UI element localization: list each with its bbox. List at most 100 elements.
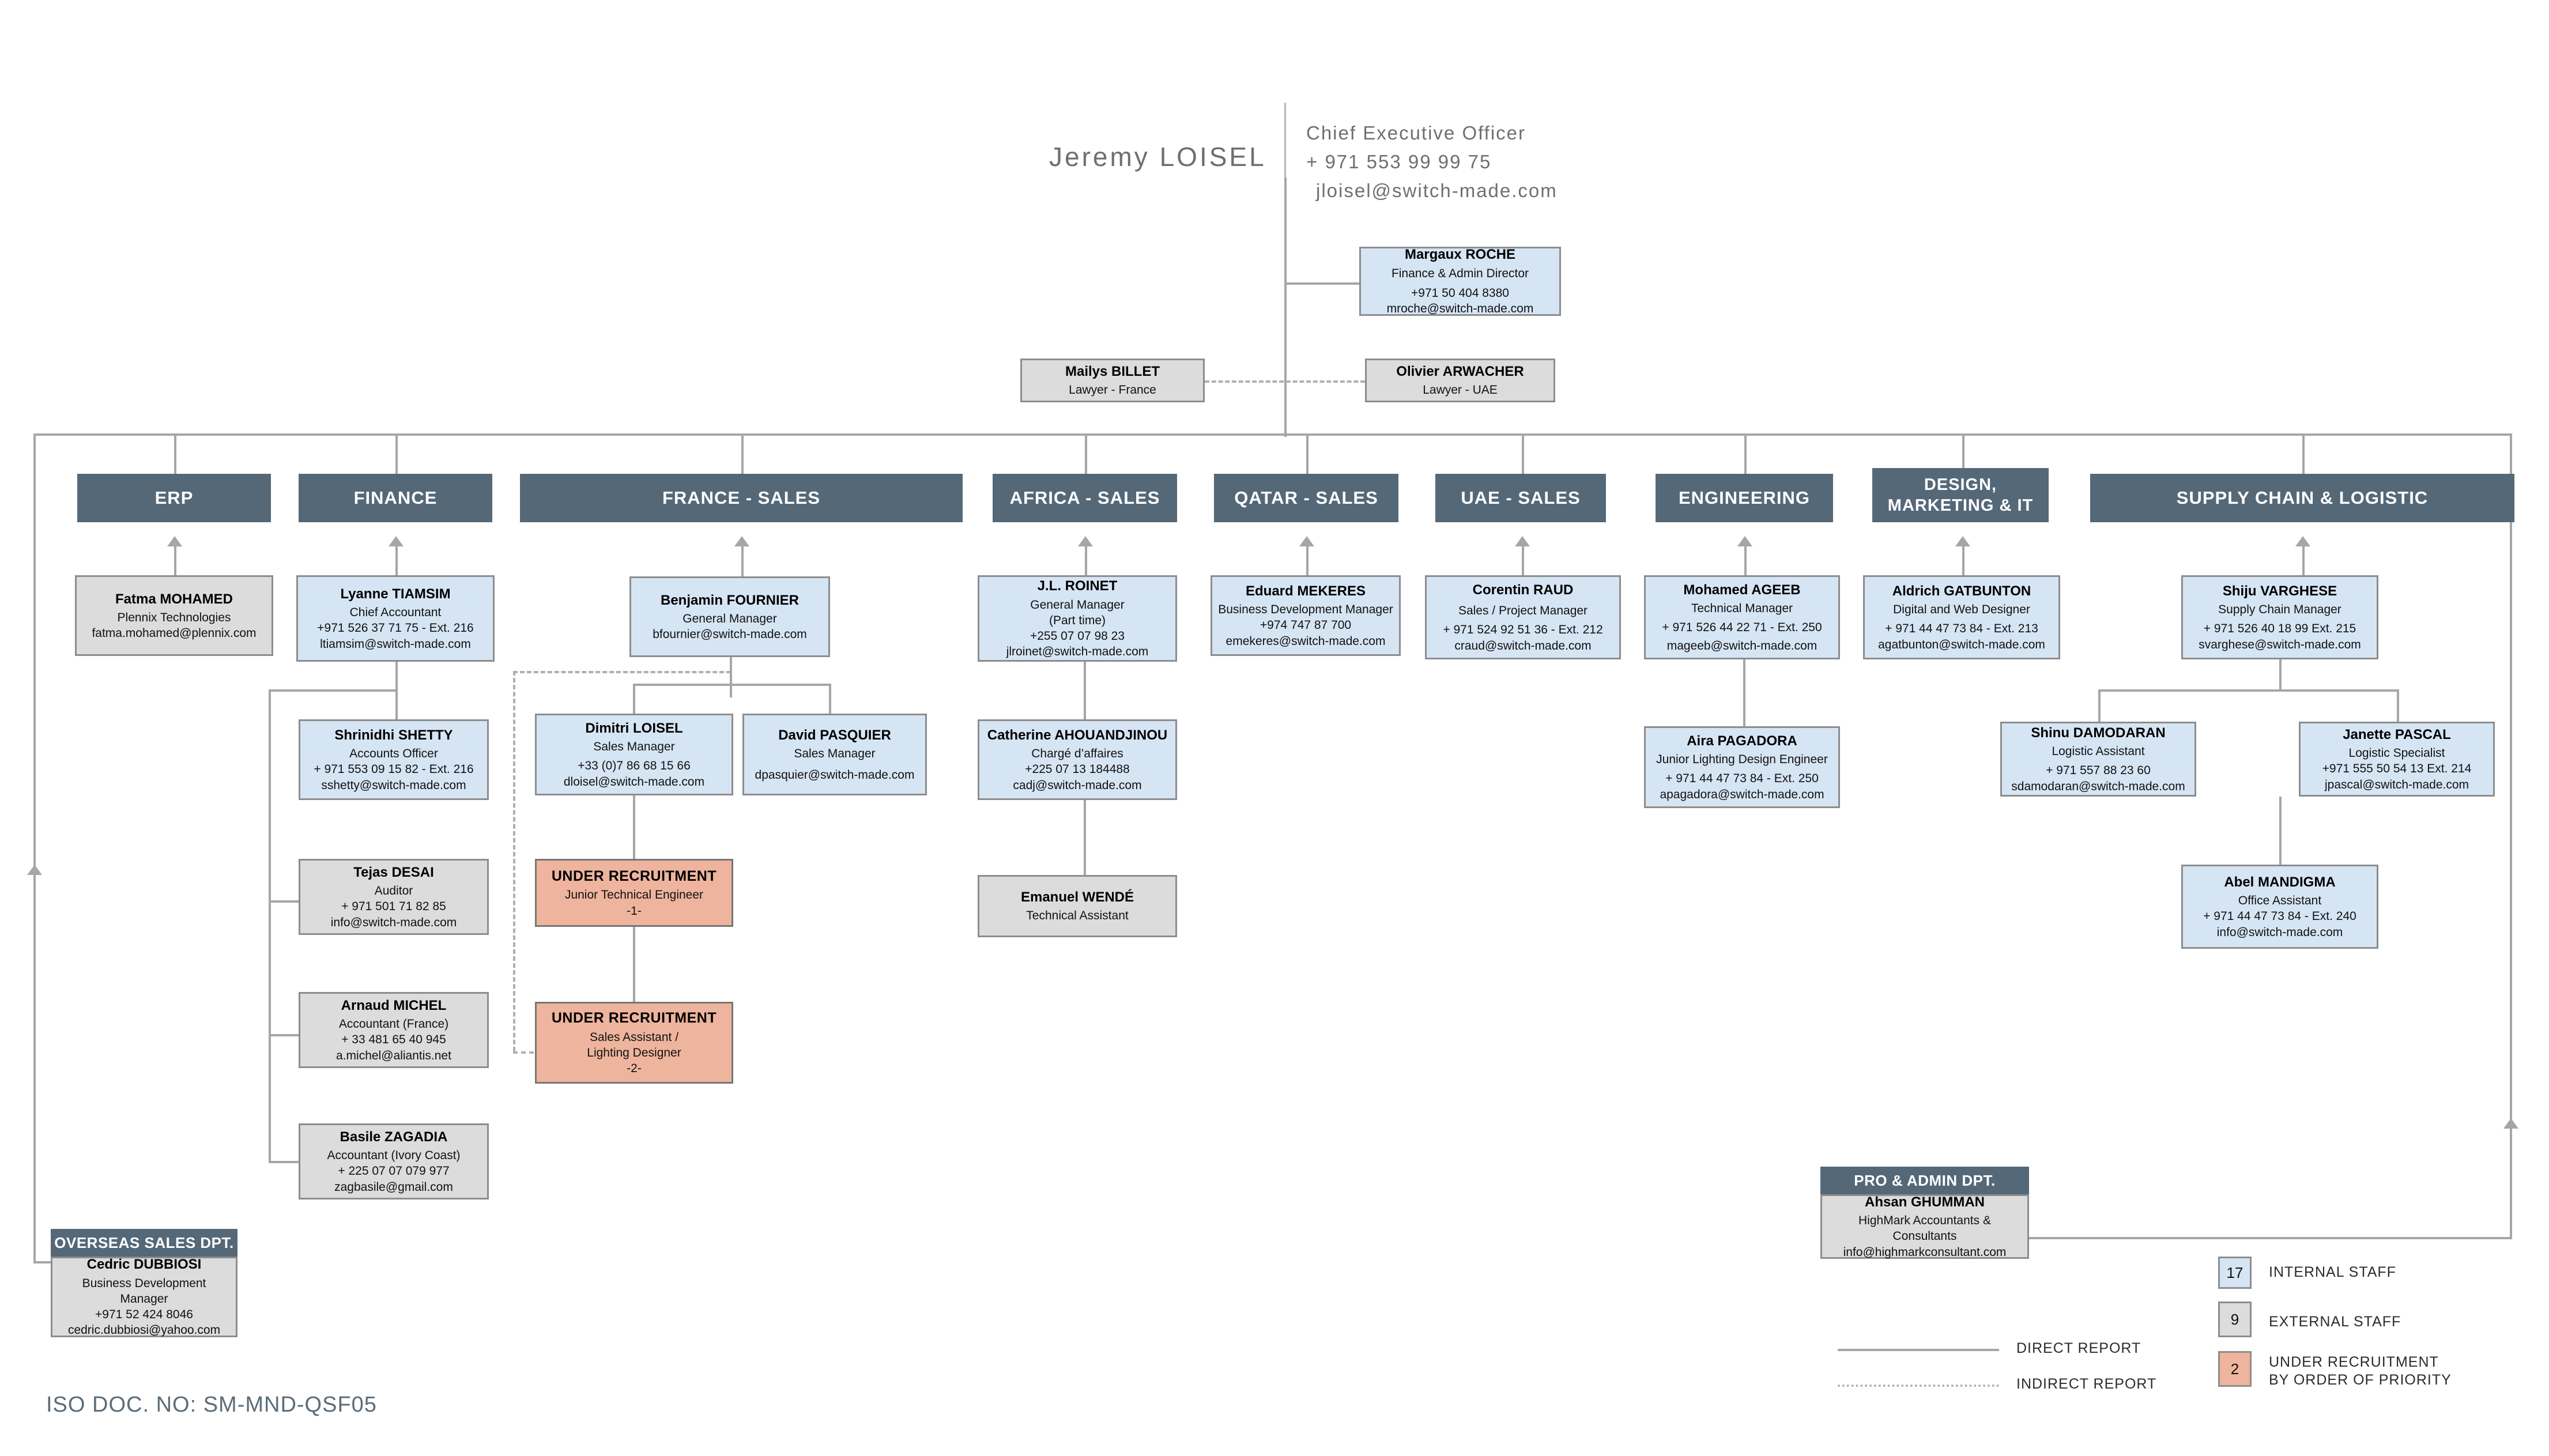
card-phone: +971 50 404 8380 [1411,286,1509,300]
card-mailys-billet[interactable]: Mailys BILLET Lawyer - France [1020,359,1205,402]
card-benjamin-fournier[interactable]: Benjamin FOURNIER General Manager bfourn… [629,576,830,657]
card-shrinidhi-shetty[interactable]: Shrinidhi SHETTY Accounts Officer + 971 … [299,719,489,800]
card-name: Aldrich GATBUNTON [1892,583,2031,599]
card-name: Ahsan GHUMMAN [1865,1194,1985,1210]
indirect-france-top [513,671,731,673]
card-phone: +255 07 07 98 23 [1030,629,1125,643]
card-title: UNDER RECRUITMENT [551,867,717,884]
card-corentin-raud[interactable]: Corentin RAUD Sales / Project Manager + … [1425,575,1621,659]
card-name: Cedric DUBBIOSI [86,1257,202,1273]
legend-internal-count: 17 [2226,1263,2243,1281]
card-eduard-mekeres[interactable]: Eduard MEKERES Business Development Mana… [1211,575,1401,656]
card-role: Business Development Manager [82,1276,206,1306]
card-janette-pascal[interactable]: Janette PASCAL Logistic Specialist +971 … [2299,722,2495,797]
iso-doc-number: ISO DOC. NO: SM-MND-QSF05 [46,1393,377,1417]
card-name: Arnaud MICHEL [341,997,447,1013]
card-email: cadj@switch-made.com [1013,778,1142,792]
card-role: Technical Assistant [1026,909,1129,923]
card-name: Janette PASCAL [2343,726,2451,742]
card-arnaud-michel[interactable]: Arnaud MICHEL Accountant (France) + 33 4… [299,992,489,1068]
card-mohamed-ageeb[interactable]: Mohamed AGEEB Technical Manager + 971 52… [1644,575,1840,659]
card-email: ltiamsim@switch-made.com [320,637,471,651]
card-phone: + 971 557 88 23 60 [2046,764,2151,778]
card-dimitri-loisel[interactable]: Dimitri LOISEL Sales Manager +33 (0)7 86… [535,714,733,795]
legend-recruitment-swatch: 2 [2218,1351,2252,1387]
supply-drop-shinu [2098,689,2101,722]
link-uae [1522,544,1524,576]
card-role: Junior Technical Engineer [564,888,704,902]
drop-france [741,433,744,474]
card-role: Accounts Officer [349,747,438,761]
dept-header-engineering[interactable]: ENGINEERING [1656,474,1833,522]
link-finance [395,544,398,576]
overseas-title: OVERSEAS SALES DPT. [51,1229,237,1257]
card-phone: + 971 44 47 73 84 - Ext. 213 [1885,622,2038,636]
dept-header-finance[interactable]: FINANCE [299,474,492,522]
card-jl-roinet[interactable]: J.L. ROINET General Manager (Part time) … [978,575,1177,662]
legend-recruitment-label: UNDER RECRUITMENT BY ORDER OF PRIORITY [2269,1354,2452,1389]
card-cedric-dubbiosi[interactable]: Cedric DUBBIOSI Business Development Man… [51,1257,237,1337]
card-role: Supply Chain Manager [2218,603,2341,617]
card-ahsan-ghumman[interactable]: Ahsan GHUMMAN HighMark Accountants & Con… [1820,1194,2029,1259]
card-name: Abel MANDIGMA [2224,874,2336,890]
card-olivier-arwacher[interactable]: Olivier ARWACHER Lawyer - UAE [1365,359,1555,402]
card-email: agatbunton@switch-made.com [1878,638,2045,651]
link-design [1962,544,1964,576]
arrow-africa [1078,536,1093,546]
dept-label: FINANCE [353,487,438,508]
dept-header-erp[interactable]: ERP [77,474,271,522]
card-abel-mandigma[interactable]: Abel MANDIGMA Office Assistant + 971 44 … [2181,865,2378,949]
card-margaux-roche[interactable]: Margaux ROCHE Finance & Admin Director +… [1359,247,1561,316]
card-basile-zagadia[interactable]: Basile ZAGADIA Accountant (Ivory Coast) … [299,1123,489,1199]
card-phone: +971 526 37 71 75 - Ext. 216 [317,621,474,635]
legend-indirect-label: INDIRECT REPORT [2016,1376,2157,1392]
card-role2: (Part time) [1049,613,1106,627]
card-email: info@switch-made.com [330,915,457,929]
dept-header-qatar-sales[interactable]: QATAR - SALES [1214,474,1398,522]
finance-tick-basile [269,1161,300,1163]
card-name: Mailys BILLET [1065,364,1160,380]
card-under-recruitment-2[interactable]: UNDER RECRUITMENT Sales Assistant / Ligh… [535,1002,733,1084]
connector-to-finance-director [1284,282,1359,285]
card-priority: -2- [627,1062,642,1076]
supply-drop-abel [2279,797,2282,885]
card-name: Catherine AHOUANDJINOU [987,727,1168,743]
card-name: Eduard MEKERES [1245,583,1366,599]
legend-indirect-line [1838,1385,1999,1387]
card-emanuel-wende[interactable]: Emanuel WENDÉ Technical Assistant [978,875,1177,937]
dept-header-design-marketing-it[interactable]: DESIGN, MARKETING & IT [1872,468,2049,522]
arrow-uae [1515,536,1530,546]
dept-header-africa-sales[interactable]: AFRICA - SALES [993,474,1177,522]
card-email: craud@switch-made.com [1454,639,1592,652]
card-phone: + 33 481 65 40 945 [341,1033,446,1047]
card-aldrich-gatbunton[interactable]: Aldrich GATBUNTON Digital and Web Design… [1863,575,2060,659]
drop-finance [395,433,398,474]
card-email: info@switch-made.com [2216,925,2343,939]
legend-external-label: EXTERNAL STAFF [2269,1314,2401,1330]
card-shinu-damodaran[interactable]: Shinu DAMODARAN Logistic Assistant + 971… [2000,722,2196,797]
card-email: apagadora@switch-made.com [1660,787,1824,801]
ceo-email: jloisel@switch-made.com [1316,180,1558,201]
bus-right-foot [2029,1237,2512,1239]
dept-header-uae-sales[interactable]: UAE - SALES [1435,474,1606,522]
card-lyanne-tiamsim[interactable]: Lyanne TIAMSIM Chief Accountant +971 526… [296,575,495,662]
africa-drop-1 [1084,662,1086,719]
drop-africa [1085,433,1087,474]
card-under-recruitment-1[interactable]: UNDER RECRUITMENT Junior Technical Engin… [535,859,733,927]
card-phone: + 971 44 47 73 84 - Ext. 250 [1665,772,1819,786]
dept-header-france-sales[interactable]: FRANCE - SALES [520,474,963,522]
card-aira-pagadora[interactable]: Aira PAGADORA Junior Lighting Design Eng… [1644,726,1840,808]
card-role2: Lighting Designer [587,1046,681,1060]
card-catherine-ahouandjinou[interactable]: Catherine AHOUANDJINOU Chargé d’affaires… [978,719,1177,800]
dept-header-supply-chain-logistic[interactable]: SUPPLY CHAIN & LOGISTIC [2090,474,2514,522]
card-role: Digital and Web Designer [1893,603,2030,617]
card-tejas-desai[interactable]: Tejas DESAI Auditor + 971 501 71 82 85 i… [299,859,489,935]
link-supply [2302,544,2305,576]
card-priority: -1- [627,904,642,918]
card-email: sdamodaran@switch-made.com [2011,779,2185,793]
link-qatar [1306,544,1309,576]
card-shiju-varghese[interactable]: Shiju VARGHESE Supply Chain Manager + 97… [2181,575,2378,659]
card-fatma-mohamed[interactable]: Fatma MOHAMED Plennix Technologies fatma… [75,575,273,656]
card-david-pasquier[interactable]: David PASQUIER Sales Manager dpasquier@s… [742,714,927,795]
drop-supply [2302,433,2305,474]
